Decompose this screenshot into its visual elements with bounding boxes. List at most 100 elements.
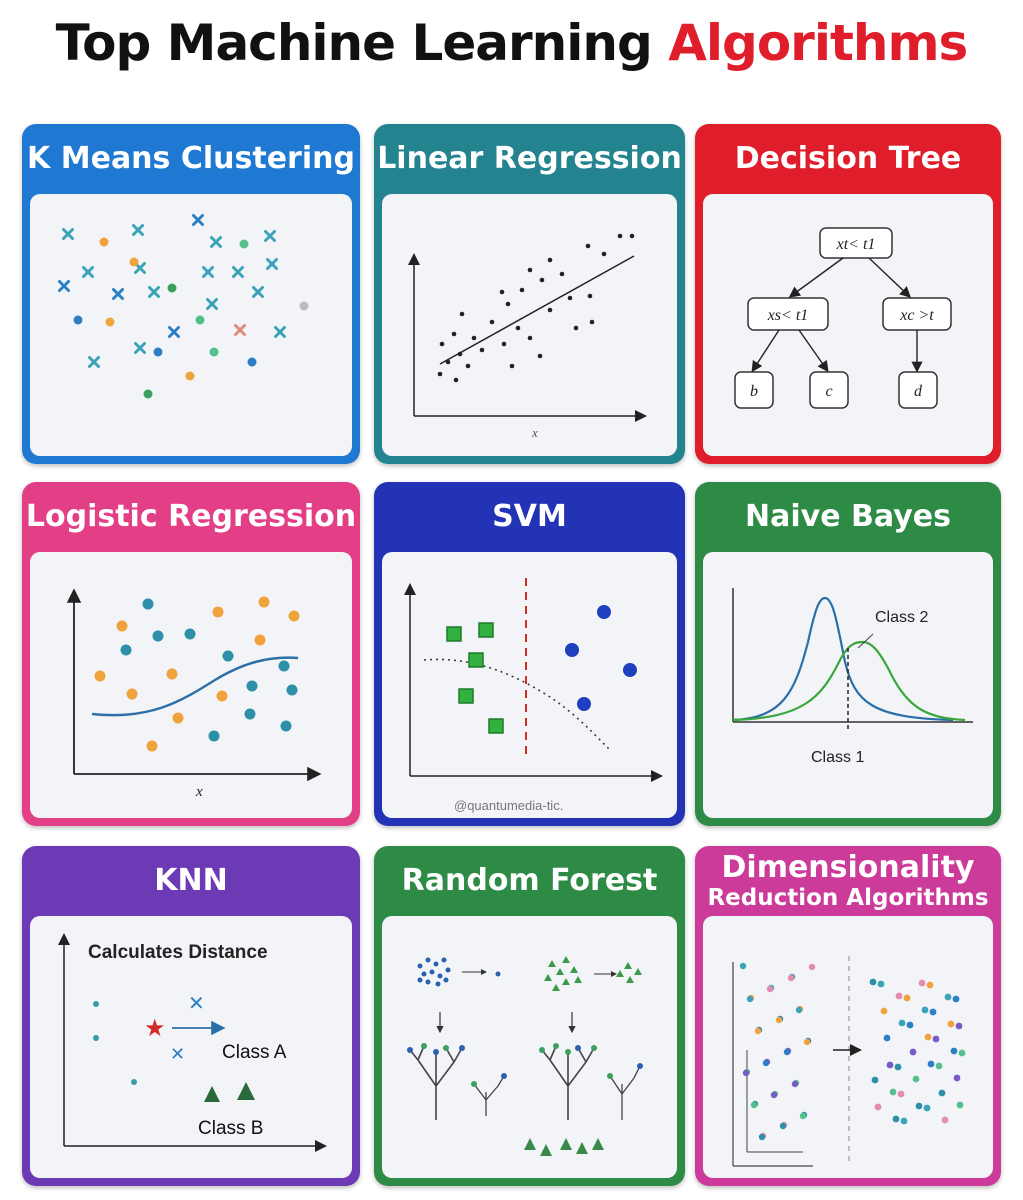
data-point	[871, 1076, 879, 1084]
output-triangle	[592, 1138, 604, 1150]
sample-triangle	[624, 962, 632, 969]
cross-stroke	[134, 342, 146, 354]
class-square	[468, 652, 484, 668]
logistic-plot: x	[30, 552, 352, 818]
card-title-bayes: Naive Bayes	[745, 499, 951, 535]
sample-dot	[443, 977, 449, 983]
card-naive-bayes: Naive Bayes Class 2 Class 1	[695, 482, 1001, 826]
data-point	[869, 978, 877, 986]
data-point	[93, 1001, 99, 1007]
leaf-dot	[471, 1081, 477, 1087]
cross-stroke	[264, 230, 276, 242]
class-square	[478, 622, 494, 638]
cross-stroke	[82, 266, 94, 278]
cross-point	[234, 324, 246, 336]
tree-icon	[541, 1045, 595, 1120]
data-point	[547, 257, 553, 263]
linear-plot: x	[382, 194, 677, 456]
sample-dot	[433, 961, 439, 967]
data-point	[527, 267, 533, 273]
card-knn: KNN Calculates Distance ✕ ✕ ★ Class A	[22, 846, 360, 1186]
cross-stroke	[234, 324, 246, 336]
class2-pointer	[857, 633, 874, 649]
data-point	[489, 319, 495, 325]
data-point	[886, 1061, 894, 1069]
class-circle	[597, 605, 611, 619]
output-triangle	[576, 1142, 588, 1154]
sample-triangle	[570, 966, 578, 973]
data-point	[573, 325, 579, 331]
data-point	[947, 1020, 955, 1028]
data-point	[453, 377, 459, 383]
card-svm: SVM @quantumedia-tic.	[374, 482, 685, 826]
regression-line	[439, 255, 635, 365]
knn-caption: Calculates Distance	[88, 942, 268, 963]
sample-dot	[425, 979, 431, 985]
cross-stroke	[88, 356, 100, 368]
data-point	[479, 347, 485, 353]
cluster-point	[185, 371, 195, 381]
data-point	[918, 979, 926, 987]
cross-point	[210, 236, 222, 248]
data-point	[437, 371, 443, 377]
data-point	[950, 1047, 958, 1055]
data-point	[791, 1080, 799, 1088]
data-point	[152, 630, 164, 642]
card-title-kmeans: K Means Clustering	[27, 141, 355, 177]
data-point	[941, 1116, 949, 1124]
leaf-dot	[407, 1047, 413, 1053]
data-point	[208, 730, 220, 742]
cross-point	[252, 286, 264, 298]
x-axis-label: x	[531, 425, 538, 440]
data-point	[288, 610, 300, 622]
card-random-forest: Random Forest	[374, 846, 685, 1186]
data-point	[585, 243, 591, 249]
data-point	[953, 1074, 961, 1082]
class-a-point: ✕	[170, 1044, 185, 1064]
data-point	[783, 1048, 791, 1056]
card-title-svm: SVM	[492, 499, 567, 535]
data-point	[505, 301, 511, 307]
data-point	[803, 1038, 811, 1046]
tree-leaf-c	[809, 371, 849, 409]
kmeans-plot	[30, 194, 352, 456]
data-point	[216, 690, 228, 702]
query-star-icon: ★	[144, 1015, 166, 1042]
output-triangle	[560, 1138, 572, 1150]
cluster-point	[209, 347, 219, 357]
tree-icon	[473, 1075, 505, 1116]
dimred-plot	[703, 916, 993, 1178]
leaf-dot	[575, 1045, 581, 1051]
data-point	[601, 251, 607, 257]
class-circle	[577, 697, 591, 711]
cross-stroke	[148, 286, 160, 298]
tree-leaf-d	[898, 371, 938, 409]
cluster-point	[167, 283, 177, 293]
sample-dot	[445, 967, 451, 973]
data-point	[924, 1033, 932, 1041]
tree-leaf-b-label: b	[750, 383, 758, 400]
class-square	[446, 626, 462, 642]
data-point	[906, 1021, 914, 1029]
data-point	[172, 712, 184, 724]
data-point	[915, 1102, 923, 1110]
sample-triangle	[552, 984, 560, 991]
card-title-dimred: Dimensionality Reduction Algorithms	[695, 846, 1001, 916]
data-point	[926, 981, 934, 989]
cross-stroke	[112, 288, 124, 300]
sample-triangle	[548, 960, 556, 967]
sample-triangle	[556, 968, 564, 975]
tree-left-label: xs< t1	[767, 307, 809, 324]
data-point	[892, 1115, 900, 1123]
data-point	[900, 1117, 908, 1125]
cross-point	[112, 288, 124, 300]
data-point	[808, 963, 816, 971]
cross-point	[266, 258, 278, 270]
data-point	[898, 1019, 906, 1027]
sample-triangle	[626, 976, 634, 983]
data-point	[929, 1008, 937, 1016]
data-point	[895, 992, 903, 1000]
cross-stroke	[210, 236, 222, 248]
card-title-logistic: Logistic Regression	[25, 499, 357, 535]
leaf-dot	[443, 1045, 449, 1051]
